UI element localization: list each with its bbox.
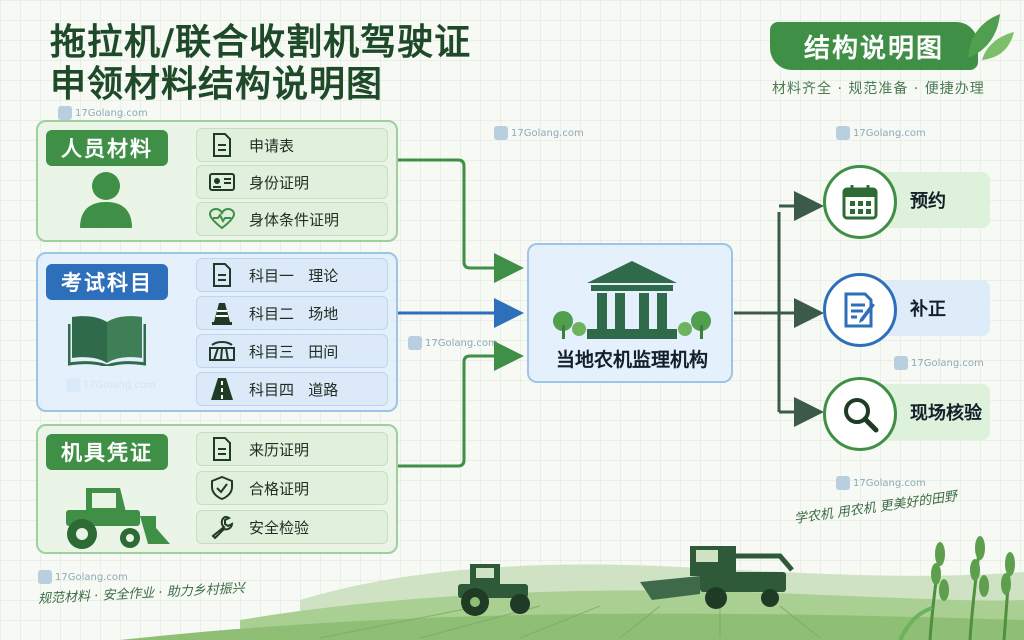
traffic-cone-icon [209, 300, 235, 326]
wheat-icon [898, 536, 1015, 640]
badge-subtitle: 材料齐全 · 规范准备 · 便捷办理 [772, 81, 985, 97]
item-conformity-certificate: 合格证明 [196, 471, 388, 505]
watermark: 17Golang.com [494, 126, 584, 140]
open-book-icon [68, 316, 146, 366]
person-icon [80, 172, 132, 228]
page-title: 拖拉机/联合收割机驾驶证 申领材料结构说明图 [50, 22, 471, 106]
watermark: 17Golang.com [58, 106, 148, 120]
tractor-icon [458, 564, 530, 616]
center-agency-box: 当地农机监理机构 [527, 243, 733, 383]
shield-check-icon [209, 475, 235, 501]
tractor-icon [66, 488, 170, 549]
item-origin-certificate: 来历证明 [196, 432, 388, 466]
arrow-personnel-to-center [398, 158, 524, 283]
document-icon [209, 436, 235, 462]
panel-title-machinery: 机具凭证 [46, 434, 168, 470]
panel-title-exam: 考试科目 [46, 264, 168, 300]
watermark: 17Golang.com [836, 126, 926, 140]
title-line-2: 申领材料结构说明图 [50, 64, 384, 105]
combine-harvester-icon [640, 546, 794, 609]
item-safety-inspection: 安全检验 [196, 510, 388, 544]
item-application-form: 申请表 [196, 128, 388, 162]
leaf-icon [968, 14, 1014, 60]
item-subject-2-field-site: 科目二 场地 [196, 296, 388, 330]
wrench-icon [209, 514, 235, 540]
watermark: 17Golang.com [408, 336, 498, 350]
edit-document-icon [823, 273, 897, 347]
item-subject-3-farmland: 科目三 田间 [196, 334, 388, 368]
magnifier-icon [823, 377, 897, 451]
calendar-icon [823, 165, 897, 239]
item-subject-1-theory: 科目一 理论 [196, 258, 388, 292]
farm-landscape [120, 536, 1024, 640]
structure-badge: 结构说明图 [770, 22, 978, 70]
id-card-icon [209, 169, 235, 195]
item-health-certificate: 身体条件证明 [196, 202, 388, 236]
field-icon [209, 338, 235, 364]
document-icon [209, 132, 235, 158]
panel-title-personnel: 人员材料 [46, 130, 168, 166]
government-building-icon [553, 261, 711, 339]
item-subject-4-road: 科目四 道路 [196, 372, 388, 406]
title-line-1: 拖拉机/联合收割机驾驶证 [50, 22, 472, 63]
watermark: 17Golang.com [38, 570, 128, 584]
center-agency-label: 当地农机监理机构 [555, 349, 708, 371]
badge-text: 结构说明图 [803, 33, 944, 64]
arrow-center-to-outputs [734, 204, 815, 414]
heart-pulse-icon [209, 206, 235, 232]
watermark: 17Golang.com [836, 476, 926, 490]
arrow-machine-to-center [398, 341, 524, 468]
watermark: 17Golang.com [894, 356, 984, 370]
road-icon [209, 376, 235, 402]
document-icon [209, 262, 235, 288]
item-identity-proof: 身份证明 [196, 165, 388, 199]
